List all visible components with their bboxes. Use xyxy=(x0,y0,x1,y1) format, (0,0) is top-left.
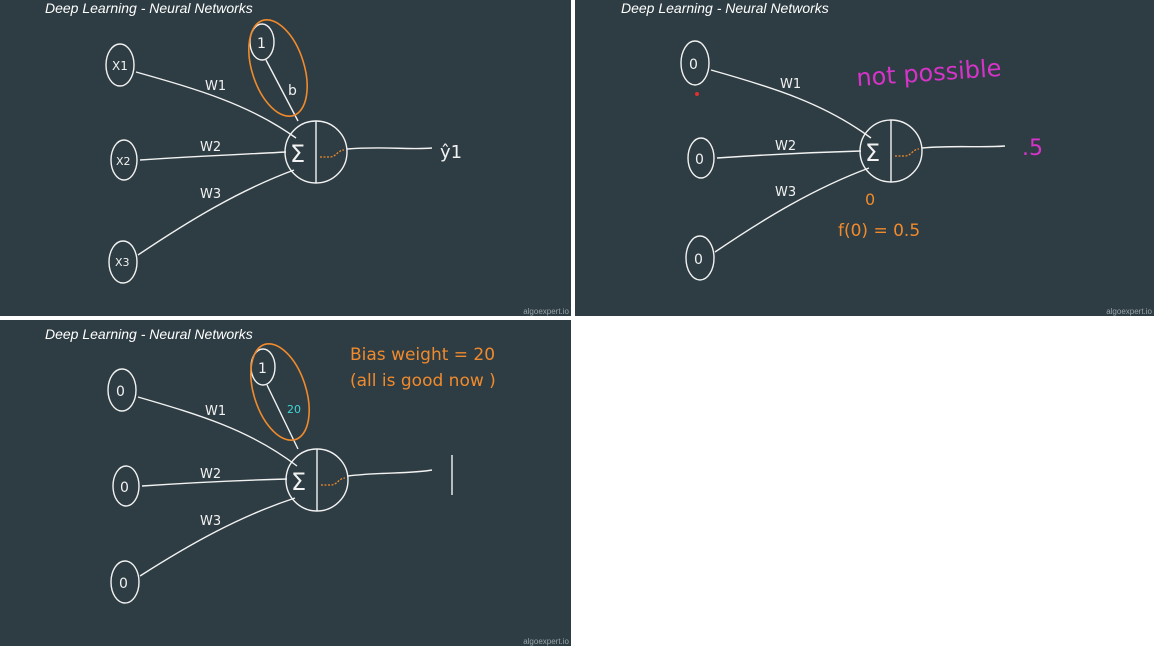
panel-title: Deep Learning - Neural Networks xyxy=(45,326,253,342)
weight-label-w2: W2 xyxy=(200,467,221,482)
neuron-diagram: X1 X2 X3 1 b W1 W2 W3 Σ ŷ1 xyxy=(105,18,462,284)
bias-highlight xyxy=(248,18,308,118)
weight-label-w2: W2 xyxy=(775,139,796,154)
bias-note-line1: Bias weight = 20 xyxy=(350,345,496,365)
sum-symbol: Σ xyxy=(291,468,306,496)
input-node-x1 xyxy=(105,43,135,87)
output-value: .5 xyxy=(1022,136,1043,161)
neuron-diagram: 0 0 0 1 20 W1 W2 W3 Σ xyxy=(107,342,453,604)
diagram-panel-zero-input: Deep Learning - Neural Networks 0 0 0 W1… xyxy=(575,0,1154,316)
weight-label-w3: W3 xyxy=(775,185,796,200)
panel-title: Deep Learning - Neural Networks xyxy=(45,0,253,16)
diagram-panel-bias-fix: Deep Learning - Neural Networks 0 0 0 1 … xyxy=(0,320,571,646)
function-value: f(0) = 0.5 xyxy=(838,221,920,241)
input-node-2 xyxy=(112,465,140,507)
weight-label-w3: W3 xyxy=(200,514,221,529)
input-node-1 xyxy=(680,40,710,86)
bias-node-label: 1 xyxy=(257,36,266,52)
input-node-2 xyxy=(687,137,715,179)
input-label-x1: X1 xyxy=(112,59,128,73)
weight-label-w2: W2 xyxy=(200,140,221,155)
weight-label-w1: W1 xyxy=(205,79,226,94)
input-node-3 xyxy=(110,560,140,604)
weight-label-w1: W1 xyxy=(780,77,801,92)
red-dot xyxy=(695,92,699,96)
watermark: algoexpert.io xyxy=(1106,307,1152,316)
input-label-1: 0 xyxy=(116,384,125,400)
sum-symbol: Σ xyxy=(290,140,305,168)
input-node-x3 xyxy=(108,240,138,284)
input-node-3 xyxy=(685,235,715,281)
input-label-2: 0 xyxy=(120,480,129,496)
input-label-x3: X3 xyxy=(115,256,130,269)
input-node-1 xyxy=(107,368,137,412)
input-label-2: 0 xyxy=(695,152,704,168)
bias-weight-label: b xyxy=(288,83,297,99)
output-label: ŷ1 xyxy=(440,142,462,163)
bias-node-label: 1 xyxy=(258,361,267,377)
watermark: algoexpert.io xyxy=(523,637,569,646)
diagram-panel-bias-node: Deep Learning - Neural Networks X1 X2 X3… xyxy=(0,0,571,316)
sum-value: 0 xyxy=(865,190,875,209)
bias-highlight xyxy=(250,342,310,442)
panel-title: Deep Learning - Neural Networks xyxy=(621,0,829,16)
weight-label-w3: W3 xyxy=(200,187,221,202)
watermark: algoexpert.io xyxy=(523,307,569,316)
input-label-3: 0 xyxy=(119,576,128,592)
input-label-1: 0 xyxy=(689,57,698,73)
bias-note-line2: (all is good now ) xyxy=(350,371,496,391)
neuron-diagram: 0 0 0 W1 W2 W3 Σ 0 f(0) = 0.5 .5 not pos… xyxy=(680,40,1043,281)
weight-label-w1: W1 xyxy=(205,404,226,419)
bias-weight-value: 20 xyxy=(287,403,301,416)
input-label-3: 0 xyxy=(694,252,703,268)
note-not-possible: not possible xyxy=(855,54,1002,92)
input-label-x2: X2 xyxy=(116,155,131,168)
input-node-x2 xyxy=(110,139,138,181)
sum-symbol: Σ xyxy=(865,139,880,167)
